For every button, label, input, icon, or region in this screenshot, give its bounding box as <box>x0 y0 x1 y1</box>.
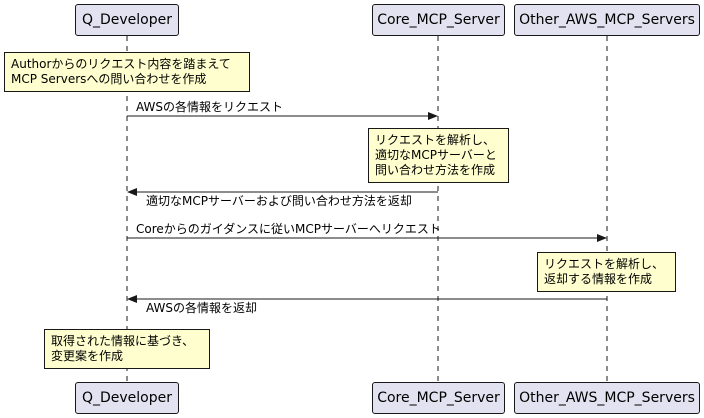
note-other-analyze-request: リクエストを解析し、 返却する情報を作成 <box>537 252 676 292</box>
participant-q-developer-top: Q_Developer <box>75 4 179 36</box>
note-line: 変更案を作成 <box>51 349 124 363</box>
note-line: 適切なMCPサーバーと <box>375 148 497 162</box>
note-line: リクエストを解析し、 <box>375 133 496 147</box>
participant-q-developer-bottom: Q_Developer <box>75 382 179 414</box>
message-label-2: 適切なMCPサーバーおよび問い合わせ方法を返却 <box>146 194 412 208</box>
note-line: 取得された情報に基づき、 <box>51 334 195 348</box>
note-line: Authorからのリクエスト内容を踏まえて <box>11 57 231 71</box>
participant-other-aws-mcp-servers-bottom: Other_AWS_MCP_Servers <box>514 382 700 414</box>
message-label-3: Coreからのガイダンスに従いMCPサーバーへリクエスト <box>136 222 441 236</box>
message-label-4: AWSの各情報を返却 <box>146 301 258 315</box>
note-line: MCP Serversへの問い合わせを作成 <box>11 72 207 86</box>
participant-other-aws-mcp-servers-top: Other_AWS_MCP_Servers <box>514 4 700 36</box>
participant-core-mcp-server-top: Core_MCP_Server <box>372 4 505 36</box>
note-line: リクエストを解析し、 <box>544 257 665 271</box>
note-line: 問い合わせ方法を作成 <box>375 163 496 177</box>
note-line: 返却する情報を作成 <box>544 272 653 286</box>
note-core-analyze-request: リクエストを解析し、 適切なMCPサーバーと 問い合わせ方法を作成 <box>368 128 509 183</box>
note-create-change-proposal: 取得された情報に基づき、 変更案を作成 <box>44 329 210 369</box>
message-label-1: AWSの各情報をリクエスト <box>136 100 284 114</box>
note-create-mcp-query: Authorからのリクエスト内容を踏まえて MCP Serversへの問い合わせ… <box>4 52 250 92</box>
participant-core-mcp-server-bottom: Core_MCP_Server <box>372 382 505 414</box>
